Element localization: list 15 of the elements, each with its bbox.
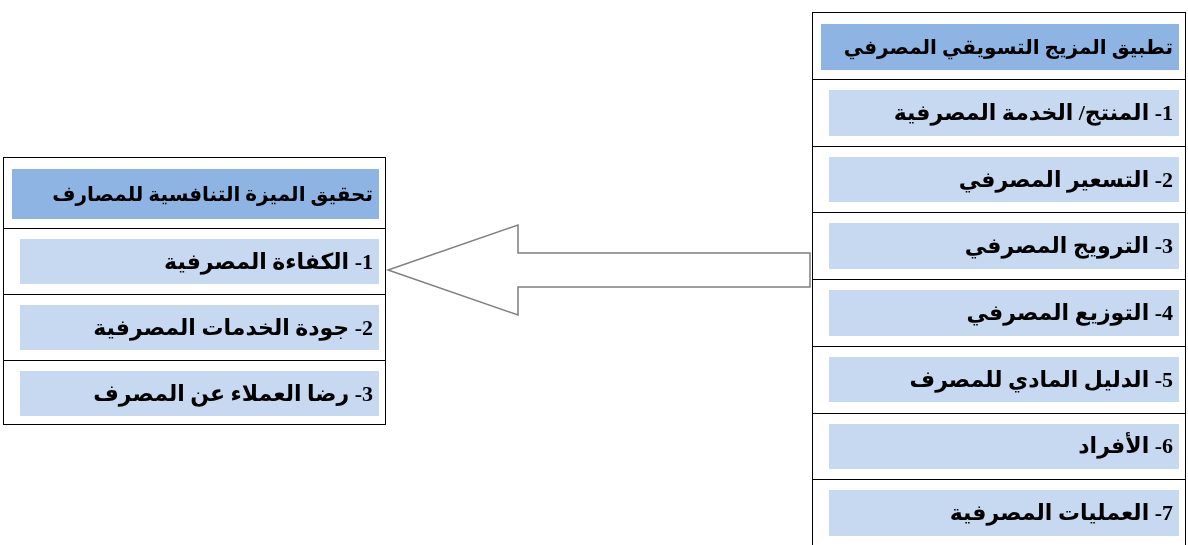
row-label: 2- جودة الخدمات المصرفية	[20, 305, 379, 350]
row-label: 4- التوزيع المصرفي	[829, 290, 1179, 336]
row-label: 5- الدليل المادي للمصرف	[829, 356, 1179, 403]
row-label: 2- التسعير المصرفي	[829, 156, 1179, 203]
row-label: 7- العمليات المصرفية	[829, 490, 1179, 536]
table-frame	[812, 12, 1186, 545]
table-frame	[3, 157, 386, 425]
row-label: 6- الأفراد	[829, 423, 1179, 470]
row-label: 1- الكفاءة المصرفية	[20, 239, 379, 284]
row-label: 3- رضا العملاء عن المصرف	[20, 371, 379, 416]
row-label: 1- المنتج/ الخدمة المصرفية	[829, 90, 1179, 136]
header-label: تطبيق المزيج التسويقي المصرفي	[821, 24, 1179, 70]
block-arrow	[385, 223, 811, 317]
header-label: تحقيق الميزة التنافسية للمصارف	[12, 169, 379, 219]
row-label: 3- الترويج المصرفي	[829, 223, 1179, 270]
